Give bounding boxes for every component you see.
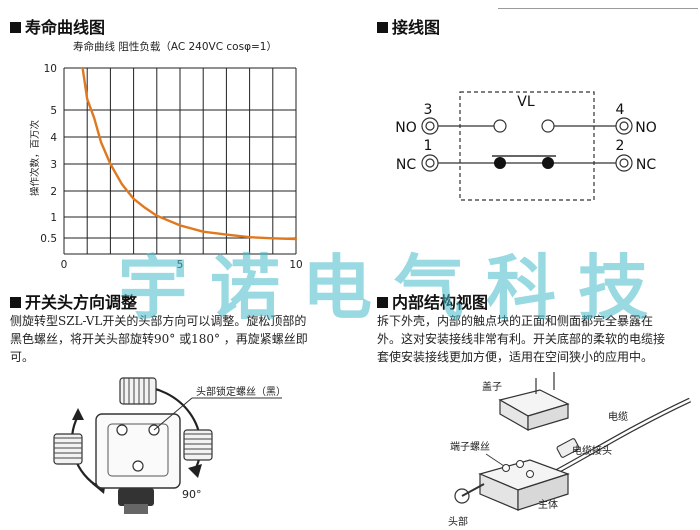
bullet-square <box>10 297 21 308</box>
text-line: 套使安装接线更加方便，适用在空间狭小的应用中。 <box>377 350 654 364</box>
head-top <box>119 377 157 405</box>
y-tick-label: 10 <box>44 63 57 75</box>
text-line: 拆下外壳，内部的触点块的正面和侧面都完全暴露在 <box>377 314 654 328</box>
arrowhead-right <box>188 464 202 478</box>
terminal-number-1: 1 <box>424 138 433 154</box>
nc-contact-closed-left <box>494 157 506 169</box>
terminal-screw-leader <box>485 453 505 467</box>
y-tick-label: 0.5 <box>40 233 57 245</box>
knurl-top <box>123 378 150 404</box>
label-body: 主体 <box>538 499 558 511</box>
chart-x-ticks: 0 5 10 <box>61 259 303 271</box>
lock-screw-icon <box>116 424 128 436</box>
head-rotation-figure: 头部锁定螺丝（黑） 90° <box>53 377 286 514</box>
head-right <box>183 429 213 461</box>
wiring-title: 接线图 <box>377 14 440 38</box>
terminal-number-2: 2 <box>616 138 625 154</box>
head-left <box>53 433 83 465</box>
chart-y-ticks: 0.5 1 2 3 4 5 10 <box>40 63 57 245</box>
terminal-screw-icon <box>516 460 524 468</box>
chart-ylabel: 操作次数，百万次 <box>29 119 41 196</box>
bullet-square <box>377 297 388 308</box>
knurl-left <box>54 437 82 459</box>
text-line: 黑色螺丝，将开关头部旋转90° 或180° ，再旋紧螺丝即 <box>10 332 308 346</box>
terminal-screw-icon <box>502 464 510 472</box>
y-tick-label: 4 <box>50 132 57 144</box>
arrowhead-left <box>72 408 84 420</box>
wiring-center-label: VL <box>517 94 535 110</box>
text-line: 外。这对安装接线非常有利。开关底部的柔软的电缆接 <box>377 332 666 346</box>
terminal-label-no-left: NO <box>395 120 417 136</box>
label-head: 头部 <box>448 515 468 528</box>
text-line: 可。 <box>10 350 35 364</box>
head-lock-screw-label: 头部锁定螺丝（黑） <box>196 385 286 398</box>
terminal-4-inner <box>619 121 629 131</box>
terminal-label-nc-right: NC <box>636 157 656 173</box>
life-curve-chart: 寿命曲线 阻性负载（AC 240VC cosφ=1） 操作次数，百万次 0.5 1… <box>29 40 303 271</box>
cable-part-inner <box>551 398 691 476</box>
terminal-3-inner <box>425 121 435 131</box>
y-tick-label: 1 <box>50 212 57 224</box>
internal-structure-text: 拆下外壳，内部的触点块的正面和侧面都完全暴露在 外。这对安装接线非常有利。开关底… <box>377 312 697 366</box>
knurl-right <box>184 433 212 455</box>
x-tick-label: 10 <box>289 259 302 271</box>
chart-title: 寿命曲线 阻性负载（AC 240VC cosφ=1） <box>73 40 277 53</box>
label-terminal-screw: 端子螺丝 <box>450 440 490 453</box>
y-tick-label: 3 <box>50 159 57 171</box>
y-tick-label: 2 <box>50 186 57 198</box>
no-contact-open-right <box>541 119 555 133</box>
life-curve-title: 寿命曲线图 <box>10 14 105 38</box>
no-contact-open-left <box>493 119 507 133</box>
bottom-knob-cap <box>124 504 148 514</box>
rotation-angle-label: 90° <box>182 488 202 501</box>
head-direction-title: 开关头方向调整 <box>10 289 137 313</box>
y-tick-label: 5 <box>50 105 57 117</box>
internal-structure-title: 内部结构视图 <box>377 289 488 313</box>
terminal-number-4: 4 <box>616 102 625 118</box>
wiring-diagram: VL 3 NO 4 NO 1 NC 2 NC <box>395 91 657 201</box>
terminal-number-3: 3 <box>424 102 433 118</box>
terminal-2-inner <box>619 158 629 168</box>
body-part-front <box>517 473 569 511</box>
cover-part-front <box>527 403 569 431</box>
head-direction-text: 侧旋转型SZL-VL开关的头部方向可以调整。旋松顶部的 黑色螺丝，将开关头部旋转… <box>10 312 350 366</box>
terminal-label-nc-left: NC <box>396 157 416 173</box>
label-cable: 电缆 <box>608 410 628 423</box>
x-tick-label: 5 <box>177 259 184 271</box>
terminal-1-inner <box>425 158 435 168</box>
cable-connector-part <box>556 438 580 458</box>
mount-screw-icon <box>132 460 144 472</box>
callout-leader <box>153 397 193 431</box>
bullet-square <box>377 22 388 33</box>
label-cable-connector: 电缆接头 <box>572 444 612 457</box>
bottom-knob <box>118 488 154 506</box>
internal-structure-figure: 盖子 电缆 电缆接头 端子螺丝 主体 头部 <box>448 372 692 528</box>
top-rule <box>498 8 698 9</box>
terminal-label-no-right: NO <box>635 120 657 136</box>
nc-contact-closed-right <box>542 157 554 169</box>
life-curve-series <box>81 66 298 241</box>
x-tick-label: 0 <box>61 259 68 271</box>
head-lever-part <box>461 483 485 497</box>
text-line: 侧旋转型SZL-VL开关的头部方向可以调整。旋松顶部的 <box>10 314 307 328</box>
terminal-screw-icon <box>526 470 534 478</box>
bullet-square <box>10 22 21 33</box>
switch-body-inner <box>107 423 169 477</box>
switch-housing-dashed <box>459 91 595 201</box>
label-cover: 盖子 <box>482 380 502 393</box>
